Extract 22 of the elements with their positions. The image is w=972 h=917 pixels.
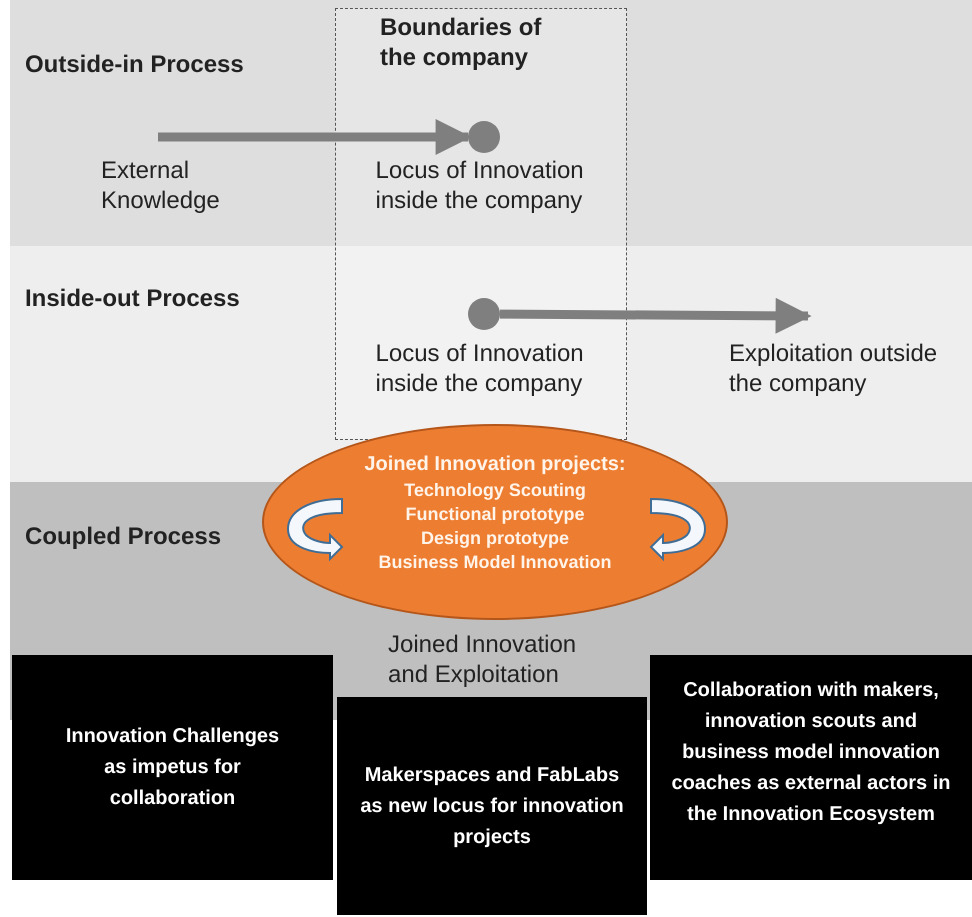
band-title: Outside-in Process	[25, 50, 244, 80]
project-item: Business Model Innovation	[378, 551, 612, 574]
band-title: Coupled Process	[25, 522, 222, 552]
company-boundary	[335, 8, 627, 440]
info-text: Makerspaces and FabLabs as new locus for innovation projects	[359, 762, 625, 850]
project-item: Functional prototype	[406, 503, 584, 526]
info-box	[650, 655, 972, 880]
node-caption: Locus of Innovation inside the company	[376, 338, 585, 398]
band-title: Inside-out Process	[25, 284, 240, 314]
info-text: Innovation Challenges as impetus for collaboration	[64, 724, 280, 811]
info-box	[337, 697, 647, 915]
ellipse-heading: Joined Innovation projects:	[364, 452, 626, 476]
project-item: Technology Scouting	[404, 479, 586, 502]
arrow	[500, 298, 812, 334]
text-label: Joined Innovation and Exploitation	[388, 630, 578, 690]
info-text: Collaboration with makers, innovation scouts and business model innovation coaches as external actors in the Innovation Ecosystem	[670, 678, 952, 827]
info-box	[12, 655, 333, 880]
node-caption: Locus of Innovation inside the company	[376, 156, 585, 216]
project-item: Design prototype	[420, 527, 569, 550]
text-label: Exploitation outside the company	[729, 339, 938, 399]
text-label: External Knowledge	[101, 156, 221, 216]
boundary-title: Boundaries of the company	[380, 13, 542, 73]
